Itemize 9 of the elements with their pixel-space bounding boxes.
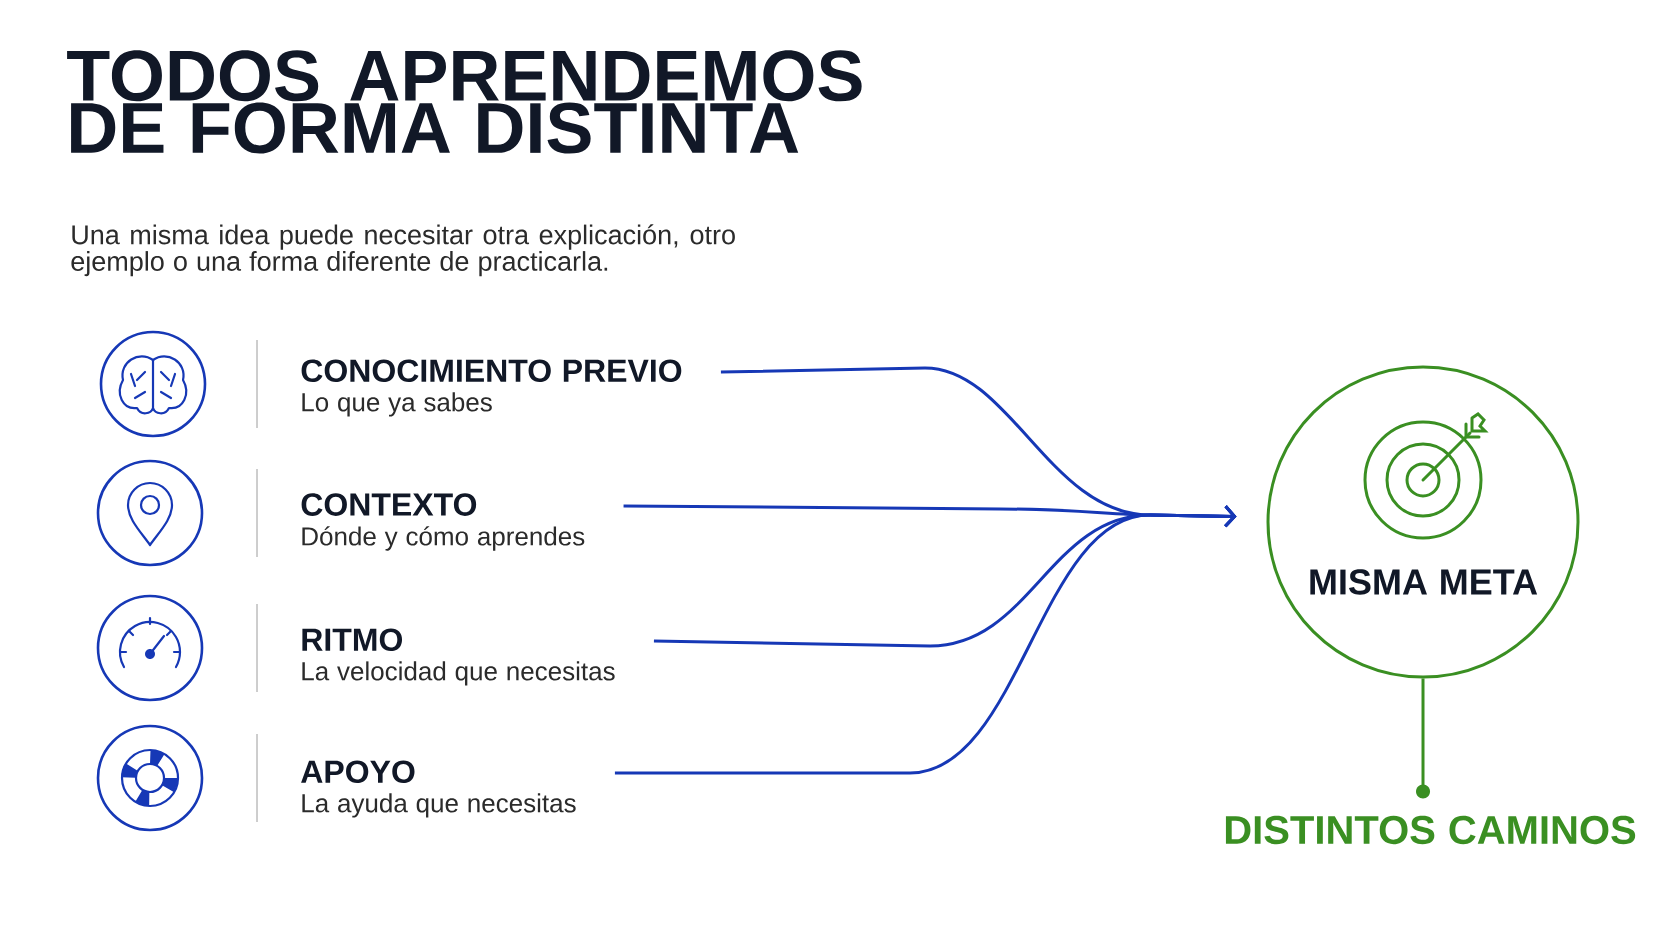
item-text: APOYO La ayuda que necesitas [301, 760, 576, 818]
arrow [1416, 678, 1430, 799]
arrow [614, 505, 1237, 775]
subtitle: Una misma idea puede necesitar otra explicación, otro ejemplo o una forma diferente de practicarla. [71, 224, 735, 277]
item-text: CONTEXTO Dónde y cómo aprendes [301, 493, 585, 551]
item-text: RITMO La velocidad que necesitas [302, 628, 615, 686]
title: TODOS APRENDEMOS DE FORMA DISTINTA [67, 50, 862, 154]
goal-caption: DISTINTOS CAMINOS [1225, 815, 1636, 845]
item-text: CONOCIMIENTO PREVIO Lo que ya sabes [301, 359, 682, 417]
